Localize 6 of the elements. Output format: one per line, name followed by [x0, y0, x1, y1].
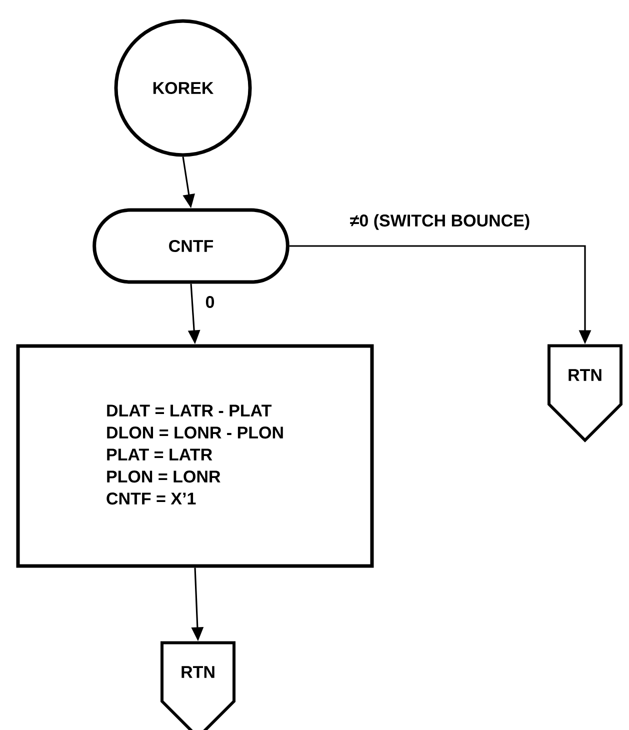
return-connector: RTN — [160, 641, 236, 730]
return-connector: RTN — [548, 344, 622, 442]
process-box: DLAT = LATR - PLAT DLON = LONR - PLON PLAT = LATR PLON = LONR CNTF = X’1 — [16, 344, 374, 568]
decision-terminal: CNTF — [92, 208, 290, 284]
edge-label: 0 — [204, 294, 216, 310]
edge-label: ≠0 (SWITCH BOUNCE) — [348, 213, 532, 231]
